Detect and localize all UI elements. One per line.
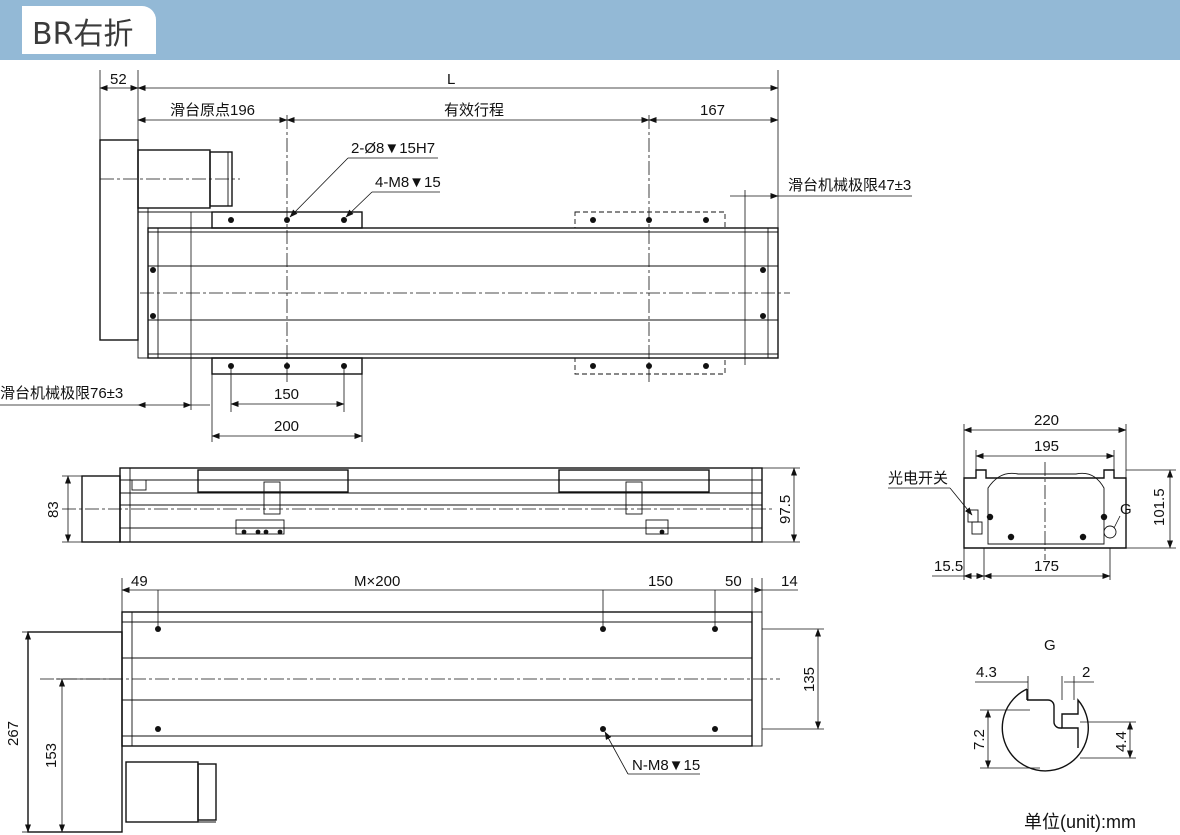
bottom-motor-body [125,761,199,823]
dim-220: 220 [1034,412,1059,429]
dim-2: 2 [1082,664,1090,681]
dim-195: 195 [1034,438,1059,455]
dim-15-5: 15.5 [934,558,963,575]
dim-167: 167 [700,102,725,119]
top-view: 52 L 滑台原点196 有效行程 167 2-Ø8▼15H7 4-M8▼15 … [0,70,912,442]
detail-G: G 4.3 2 7.2 4.4 [971,637,1136,772]
unit-label: 单位(unit):mm [1024,812,1136,832]
dim-150-top: 150 [274,386,299,403]
detail-G-profile [1001,688,1089,772]
bottom-view: 49 M×200 150 50 14 135 267 153 N-M8▼15 [5,573,824,833]
dim-153: 153 [43,743,60,768]
page-title: BR右折 [32,17,134,52]
side-slider-right [558,469,710,493]
motor-end-plate [99,139,139,341]
side-view: 83 97.5 [45,467,800,543]
dim-267: 267 [5,721,22,746]
dim-49: 49 [131,573,148,590]
dim-L: L [447,71,455,88]
header-bar [0,0,1180,60]
dim-175: 175 [1034,558,1059,575]
dim-stroke: 有效行程 [444,102,504,119]
dim-97-5: 97.5 [777,495,794,524]
photo-switch-label: 光电开关 [888,470,948,487]
dim-150-bottom: 150 [648,573,673,590]
limit-76-label: 滑台机械极限76±3 [0,385,123,402]
dim-7-2: 7.2 [971,729,988,750]
pin-holes-label: 2-Ø8▼15H7 [351,140,435,157]
bottom-motor-plate [27,631,123,833]
dim-101-5: 101.5 [1151,488,1168,526]
dim-14: 14 [781,573,798,590]
side-slider-left [197,469,349,493]
dim-home-196: 滑台原点196 [170,102,255,119]
tapped-holes-label: 4-M8▼15 [375,174,441,191]
mount-holes-label: N-M8▼15 [632,757,700,774]
section-G-label: G [1120,501,1132,518]
dim-M200: M×200 [354,573,400,590]
dim-135: 135 [801,667,818,692]
title-tab: BR右折 [22,6,156,54]
limit-47-label: 滑台机械极限47±3 [788,177,911,194]
dim-83: 83 [45,501,62,518]
dim-50: 50 [725,573,742,590]
slider-right-top [574,211,726,229]
detail-G-title: G [1044,637,1056,654]
dim-52: 52 [110,71,127,88]
dim-4-3: 4.3 [976,664,997,681]
dim-4-4: 4.4 [1113,731,1130,752]
dim-200-top: 200 [274,418,299,435]
slider-right-bottom [574,357,726,375]
section-view: 220 195 光电开关 G 101.5 15.5 175 [888,412,1176,580]
